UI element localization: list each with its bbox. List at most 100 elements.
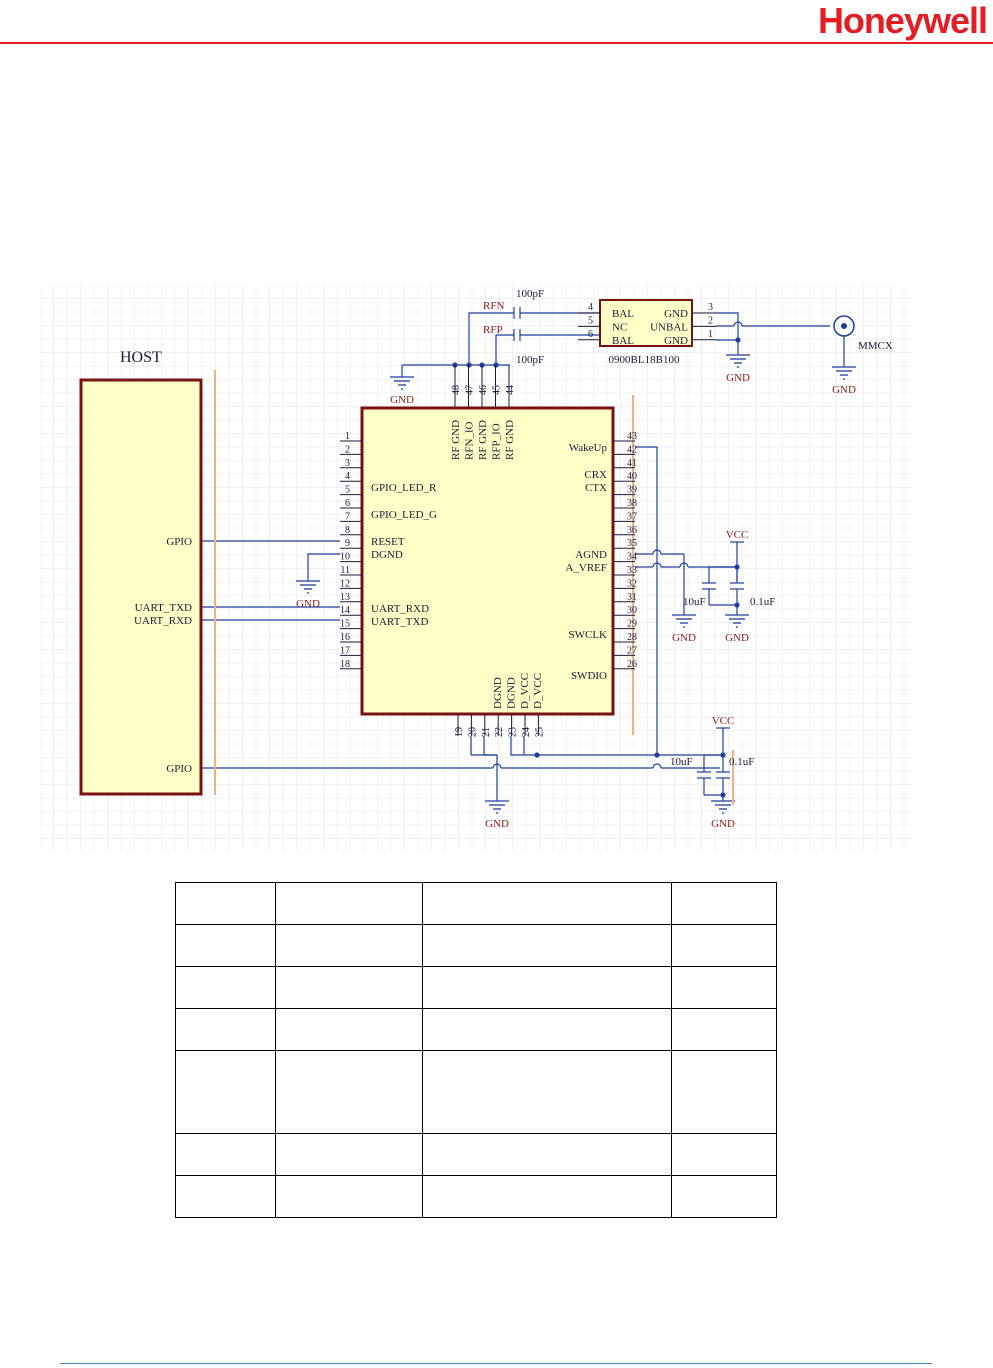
- wire: [468, 312, 514, 365]
- table-row: [175, 966, 777, 1009]
- table-row: [175, 1050, 777, 1134]
- host-pin-label: UART_TXD: [135, 602, 192, 614]
- pin-table: [175, 882, 777, 1218]
- ground-symbol-mmcx: [832, 366, 856, 380]
- balun-pin-label: BAL: [612, 335, 634, 347]
- vcc-label: VCC: [712, 715, 735, 727]
- table-cell: [422, 924, 672, 967]
- module-pin-number: 11: [340, 565, 350, 576]
- schematic-diagram: HOSTGPIOUART_TXDUART_RXDGPIO123456789101…: [40, 285, 912, 850]
- gnd-label: GND: [725, 632, 749, 644]
- host-title: HOST: [120, 349, 162, 366]
- module-pin-number: 39: [627, 485, 637, 496]
- module-pin-label: DGND: [371, 549, 403, 561]
- table-cell: [175, 1008, 276, 1051]
- ground-symbol-agnd: [672, 614, 696, 628]
- gnd-label: GND: [296, 598, 320, 610]
- table-cell: [422, 882, 672, 925]
- module-pin-number: 28: [627, 632, 637, 643]
- vcc-label: VCC: [726, 529, 749, 541]
- table-cell: [175, 924, 276, 967]
- module-pin-number: 43: [627, 431, 637, 442]
- table-cell: [275, 966, 423, 1009]
- table-row: [175, 882, 777, 925]
- module-pin-number: 22: [494, 727, 505, 737]
- table-cell: [671, 1133, 777, 1176]
- balun-pin-label: GND: [664, 308, 688, 320]
- module-pin-number: 21: [481, 727, 492, 737]
- header-rule: [0, 42, 993, 44]
- module-pin-label: RF GND: [477, 420, 489, 460]
- table-row: [175, 1175, 777, 1218]
- table-cell: [275, 1175, 423, 1218]
- cap-bulk-value-2: 10uF: [670, 756, 693, 768]
- balun-pin-number: 1: [708, 329, 713, 340]
- host-pin-label: UART_RXD: [134, 615, 192, 627]
- wires: [201, 312, 845, 801]
- module-pin-number: 30: [627, 605, 637, 616]
- module-pin-label: D_VCC: [532, 673, 544, 709]
- module-pin-number: 38: [627, 498, 637, 509]
- table-cell: [422, 1175, 672, 1218]
- wire-crossover: [733, 321, 743, 327]
- module-pin-label: D_VCC: [519, 673, 531, 709]
- table-cell: [422, 966, 672, 1009]
- balun-pin-number: 5: [588, 315, 593, 326]
- module-pin-label: WakeUp: [569, 442, 608, 454]
- module-pin-number: 37: [627, 511, 637, 522]
- table-cell: [175, 1050, 276, 1134]
- ground-symbol-dgnd: [296, 580, 320, 594]
- table-cell: [275, 1050, 423, 1134]
- mmcx-connector: [833, 315, 855, 337]
- balun-pin-label: GND: [664, 335, 688, 347]
- module-pin-number: 20: [467, 727, 478, 737]
- module-pin-number: 14: [340, 605, 350, 616]
- gnd-label: GND: [390, 394, 414, 406]
- module-pin-label: RF GND: [450, 420, 462, 460]
- balun-pin-number: 3: [708, 302, 713, 313]
- balun-block: [599, 299, 693, 347]
- module-pin-number: 13: [340, 592, 350, 603]
- module-pin-number: 6: [345, 498, 350, 509]
- module-pin-number: 18: [340, 659, 350, 670]
- module-pin-number: 45: [492, 385, 503, 395]
- table-cell: [671, 882, 777, 925]
- table-cell: [175, 1133, 276, 1176]
- module-pin-number: 12: [340, 578, 350, 589]
- balun-pin-label: NC: [612, 321, 627, 333]
- module-pin-number: 35: [627, 538, 637, 549]
- table-cell: [671, 1050, 777, 1134]
- host-block: [79, 378, 203, 796]
- gnd-label: GND: [711, 818, 735, 830]
- labels: HOSTGPIOUART_TXDUART_RXDGPIO123456789101…: [120, 288, 893, 830]
- module-pin-number: 4: [345, 471, 350, 482]
- cap-rf-value: 100pF: [516, 354, 544, 366]
- module-pin-label: CTX: [585, 482, 607, 494]
- gnd-label: GND: [832, 384, 856, 396]
- module-pin-label: SWDIO: [571, 670, 607, 682]
- module-pin-label: A_VREF: [565, 562, 607, 574]
- ground-symbol-vref: [725, 614, 749, 628]
- host-pin-label: GPIO: [166, 763, 192, 775]
- ground-symbol-balun: [726, 354, 750, 368]
- module-pin-label: RF GND: [504, 420, 516, 460]
- wire: [307, 553, 340, 581]
- table-cell: [422, 1133, 672, 1176]
- module-pin-number: 29: [627, 619, 637, 630]
- module-pin-number: 46: [478, 385, 489, 395]
- module-pin-label: SWCLK: [569, 629, 608, 641]
- table-cell: [275, 882, 423, 925]
- wire-crossover: [679, 562, 689, 568]
- module-pin-label: RFP_IO: [491, 423, 503, 460]
- wire-crossover: [652, 562, 662, 568]
- table-cell: [422, 1008, 672, 1051]
- balun-pin-number: 2: [708, 315, 713, 326]
- module-pin-number: 2: [345, 444, 350, 455]
- module-pin-number: 31: [627, 592, 637, 603]
- module-pin-label: DGND: [492, 677, 504, 709]
- table-row: [175, 1133, 777, 1176]
- cap-rf-value: 100pF: [516, 288, 544, 300]
- wire: [635, 446, 658, 750]
- module-pin-label: CRX: [584, 469, 607, 481]
- module-pin-label: RFN_IO: [464, 421, 476, 460]
